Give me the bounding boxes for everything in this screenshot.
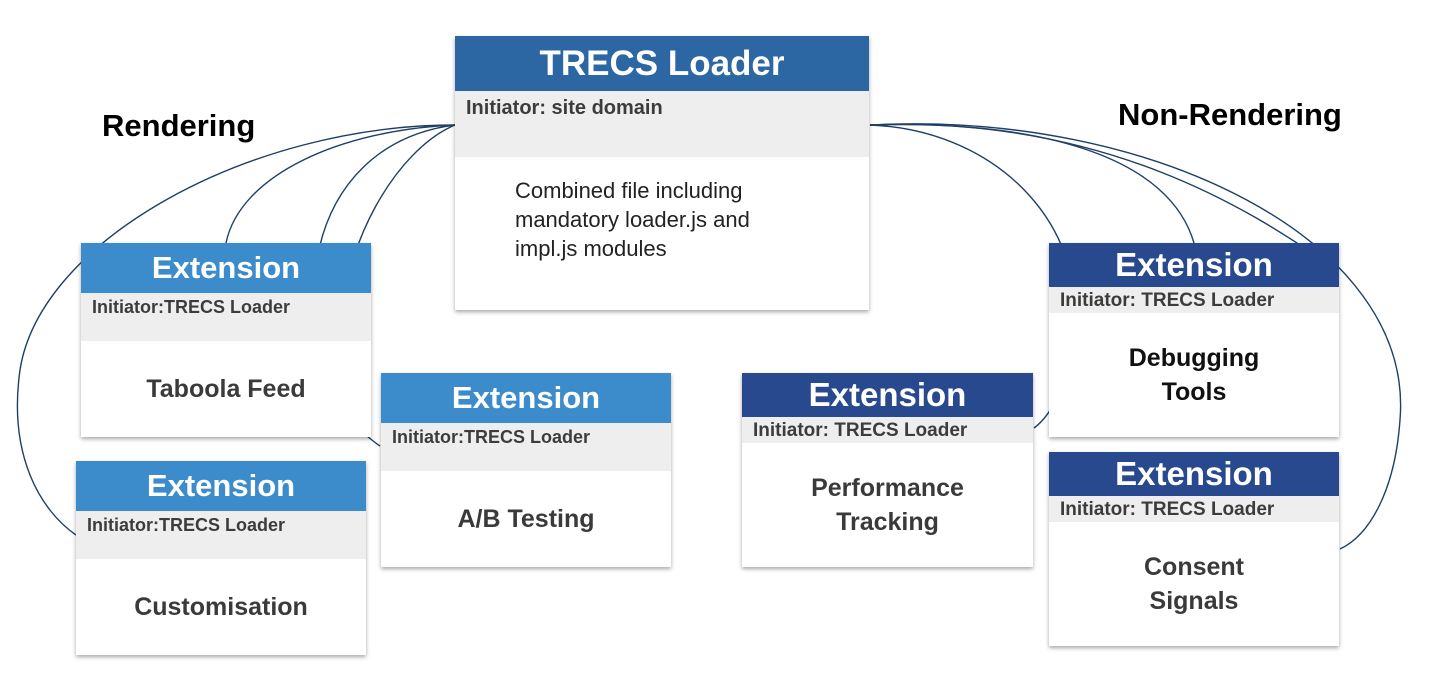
extension-name: Customisation: [134, 592, 308, 621]
extension-name: Performance: [811, 474, 964, 502]
extension-title: Extension: [1049, 243, 1339, 287]
trecs-loader-description: Combined file including mandatory loader…: [455, 157, 869, 263]
extension-card-consent-signals: Extension Initiator: TRECS Loader Consen…: [1049, 452, 1339, 646]
connector-customisation: [16, 124, 456, 536]
description-line: mandatory loader.js and: [515, 207, 750, 232]
extension-name: A/B Testing: [457, 504, 595, 533]
extension-initiator: Initiator:TRECS Loader: [76, 511, 366, 559]
extension-body-performance-tracking: Performance Tracking: [742, 443, 1033, 567]
extension-name: Taboola Feed: [146, 374, 306, 403]
extension-card-debugging-tools: Extension Initiator: TRECS Loader Debugg…: [1049, 243, 1339, 437]
extension-body-debugging-tools: Debugging Tools: [1049, 313, 1339, 437]
extension-card-ab-testing: Extension Initiator:TRECS Loader A/B Tes…: [381, 373, 671, 567]
extension-name: Consent: [1144, 553, 1244, 581]
extension-card-taboola-feed: Extension Initiator:TRECS Loader Taboola…: [81, 243, 371, 437]
extension-title: Extension: [742, 373, 1033, 417]
extension-initiator: Initiator: TRECS Loader: [1049, 287, 1339, 313]
group-label-rendering: Rendering: [102, 108, 256, 143]
extension-name: Tools: [1161, 378, 1227, 406]
extension-name: Debugging: [1128, 344, 1260, 372]
connector-taboola-feed: [225, 124, 456, 244]
extension-initiator: Initiator: TRECS Loader: [1049, 496, 1339, 522]
trecs-loader-title: TRECS Loader: [455, 36, 869, 91]
group-label-non-rendering: Non-Rendering: [1118, 97, 1342, 132]
extension-body-taboola-feed: Taboola Feed: [81, 341, 371, 437]
extension-body-consent-signals: Consent Signals: [1049, 522, 1339, 646]
extension-body-customisation: Customisation: [76, 559, 366, 655]
extension-title: Extension: [381, 373, 671, 423]
extension-name: Tracking: [836, 508, 939, 536]
description-line: Combined file including: [515, 178, 743, 203]
connector-consent-signals-outer: [869, 123, 1402, 550]
extension-name: Signals: [1149, 587, 1239, 615]
extension-title: Extension: [76, 461, 366, 511]
extension-title: Extension: [81, 243, 371, 293]
extension-body-ab-testing: A/B Testing: [381, 471, 671, 567]
extension-initiator: Initiator:TRECS Loader: [81, 293, 371, 341]
connector-debugging-tools: [869, 123, 1195, 244]
trecs-loader-card: TRECS Loader Initiator: site domain Comb…: [455, 36, 869, 310]
extension-card-customisation: Extension Initiator:TRECS Loader Customi…: [76, 461, 366, 655]
extension-initiator: Initiator: TRECS Loader: [742, 417, 1033, 443]
extension-title: Extension: [1049, 452, 1339, 496]
trecs-loader-initiator: Initiator: site domain: [455, 91, 869, 157]
description-line: impl.js modules: [515, 236, 667, 261]
extension-card-performance-tracking: Extension Initiator: TRECS Loader Perfor…: [742, 373, 1033, 567]
extension-initiator: Initiator:TRECS Loader: [381, 423, 671, 471]
